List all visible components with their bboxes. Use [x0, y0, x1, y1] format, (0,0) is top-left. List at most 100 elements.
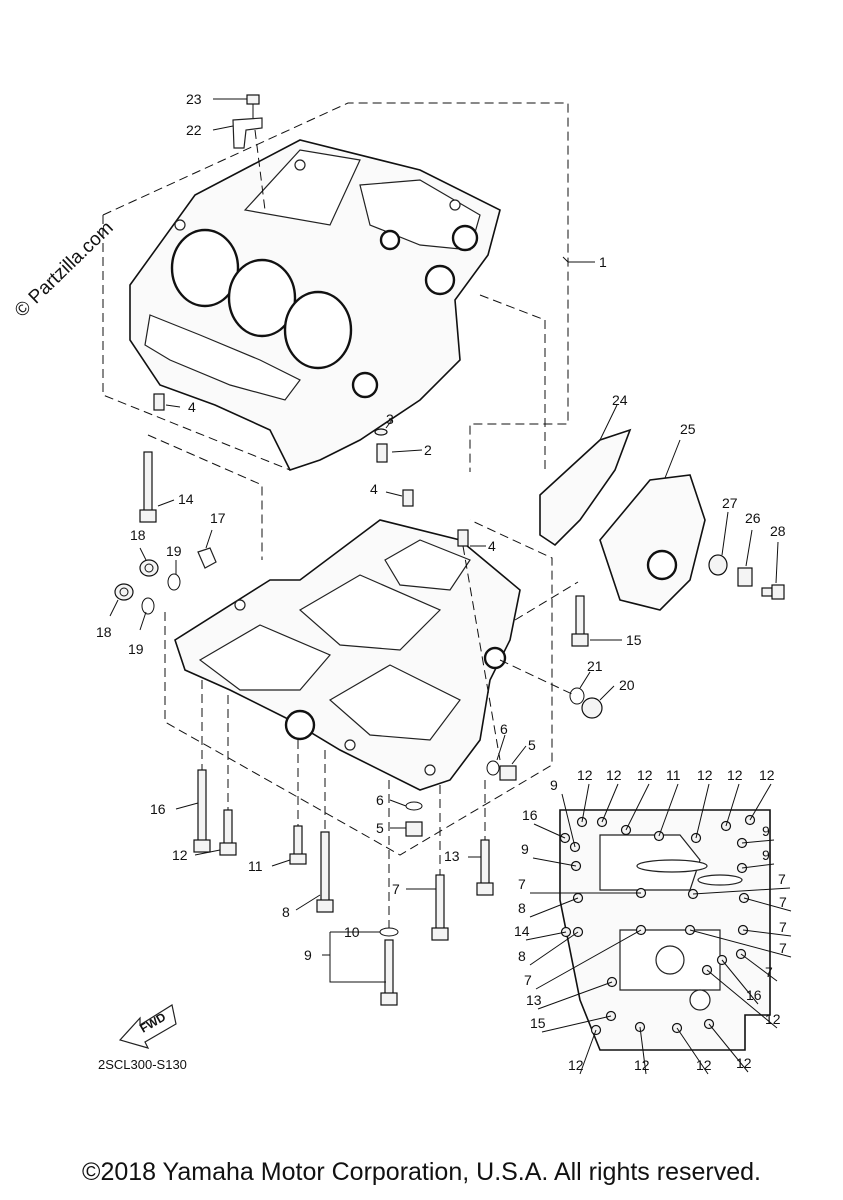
callout-25: 25	[680, 421, 696, 437]
callout-11: 11	[248, 858, 263, 874]
leader-lines	[109, 98, 779, 911]
o-ring-19-upper	[167, 573, 181, 591]
part-17	[197, 547, 217, 569]
callout-12: 12	[172, 847, 188, 863]
detail-callout-14: 14	[514, 923, 530, 939]
callout-6-right: 6	[500, 721, 508, 737]
callout-5-right: 5	[528, 737, 536, 753]
detail-leader-line	[742, 929, 792, 937]
detail-callout-11: 11	[666, 767, 681, 783]
detail-leader-line	[541, 1015, 612, 1033]
bolt-11	[289, 825, 307, 865]
plug-5-center	[405, 821, 423, 837]
plug-2	[376, 443, 388, 463]
diagram-code: 2SCL300-S130	[98, 1057, 187, 1072]
callout-10: 10	[344, 924, 360, 940]
bolt-28	[761, 584, 785, 600]
upper-crankcase	[102, 102, 595, 472]
detail-callout-7: 7	[524, 972, 532, 988]
detail-leader-line	[689, 929, 792, 958]
detail-leader-line	[725, 783, 740, 827]
callout-9: 9	[304, 947, 312, 963]
detail-callout-7: 7	[779, 894, 787, 910]
detail-leader-line	[740, 953, 778, 982]
callout-20: 20	[619, 677, 635, 693]
plug-20	[581, 697, 603, 719]
oil-seal-18-lower	[114, 583, 134, 601]
callout-7: 7	[392, 881, 400, 897]
callout-24: 24	[612, 392, 628, 408]
detail-callout-9: 9	[521, 841, 529, 857]
detail-leader-line	[741, 863, 775, 869]
detail-callout-13: 13	[526, 992, 542, 1008]
callout-28: 28	[770, 523, 786, 539]
cylinder-bore-3	[283, 290, 353, 370]
detail-leader-line	[658, 783, 679, 837]
detail-leader-line	[743, 897, 792, 912]
detail-leader-line	[706, 969, 778, 1029]
detail-callout-7: 7	[778, 871, 786, 887]
detail-leader-line	[532, 857, 577, 867]
bolt-9-with-washer-10	[379, 927, 399, 1006]
callout-14: 14	[178, 491, 194, 507]
callout-19-b: 19	[128, 641, 144, 657]
callout-13: 13	[444, 848, 460, 864]
detail-leader-line	[601, 783, 619, 823]
callout-1: 1	[599, 254, 607, 270]
bolt-12	[219, 809, 237, 856]
o-ring-21	[569, 687, 585, 705]
copyright-notice: ©2018 Yamaha Motor Corporation, U.S.A. A…	[82, 1158, 761, 1186]
bolt-14	[139, 451, 157, 523]
callout-27: 27	[722, 495, 738, 511]
callout-22: 22	[186, 122, 202, 138]
callout-4-b: 4	[488, 538, 496, 554]
detail-leader-line	[639, 1026, 647, 1075]
callout-19-a: 19	[166, 543, 182, 559]
detail-leader-line	[529, 897, 579, 918]
callout-23: 23	[186, 91, 202, 107]
bolt-13	[476, 839, 494, 896]
bolt-8	[316, 831, 334, 913]
detail-leader-line	[695, 783, 710, 839]
bolt-location-detail-view	[559, 809, 771, 1051]
bolt-7	[431, 874, 449, 941]
o-ring-6-center	[405, 801, 423, 811]
detail-callout-12: 12	[697, 767, 713, 783]
detail-leader-line	[533, 823, 566, 839]
detail-leader-line	[676, 1027, 709, 1075]
callout-18-b: 18	[96, 624, 112, 640]
detail-callout-16: 16	[522, 807, 538, 823]
oil-seal-18-upper	[139, 559, 159, 577]
plug-5-right	[499, 765, 517, 781]
detail-callout-7: 7	[779, 919, 787, 935]
detail-callout-12: 12	[568, 1057, 584, 1073]
partzilla-watermark: © Partzilla.com	[11, 218, 118, 322]
detail-leader-line	[535, 929, 642, 990]
detail-callout-9: 9	[762, 823, 770, 839]
detail-leader-line	[529, 931, 579, 966]
detail-leader-line	[708, 1023, 749, 1073]
o-ring-19-lower	[141, 597, 155, 615]
seal-27	[708, 554, 728, 576]
detail-leader-line	[537, 981, 613, 1010]
callout-labels: 23 22 1 4 3 2 4 4 14 18 17 19 18 19 24 2…	[96, 91, 786, 963]
fwd-arrow-icon: FWD	[118, 1004, 177, 1049]
callout-8: 8	[282, 904, 290, 920]
detail-callout-12: 12	[577, 767, 593, 783]
detail-callout-8: 8	[518, 948, 526, 964]
detail-callout-12: 12	[736, 1055, 752, 1071]
washer-3	[374, 428, 388, 436]
cover-24	[539, 428, 632, 547]
callout-18-a: 18	[130, 527, 146, 543]
cover-25	[599, 474, 706, 611]
callout-16: 16	[150, 801, 166, 817]
detail-callout-9: 9	[762, 847, 770, 863]
detail-callout-8: 8	[518, 900, 526, 916]
detail-leader-line	[579, 1029, 597, 1075]
detail-callout-12: 12	[696, 1057, 712, 1073]
detail-callout-7: 7	[518, 876, 526, 892]
callout-17: 17	[210, 510, 226, 526]
detail-leader-line	[561, 793, 576, 848]
